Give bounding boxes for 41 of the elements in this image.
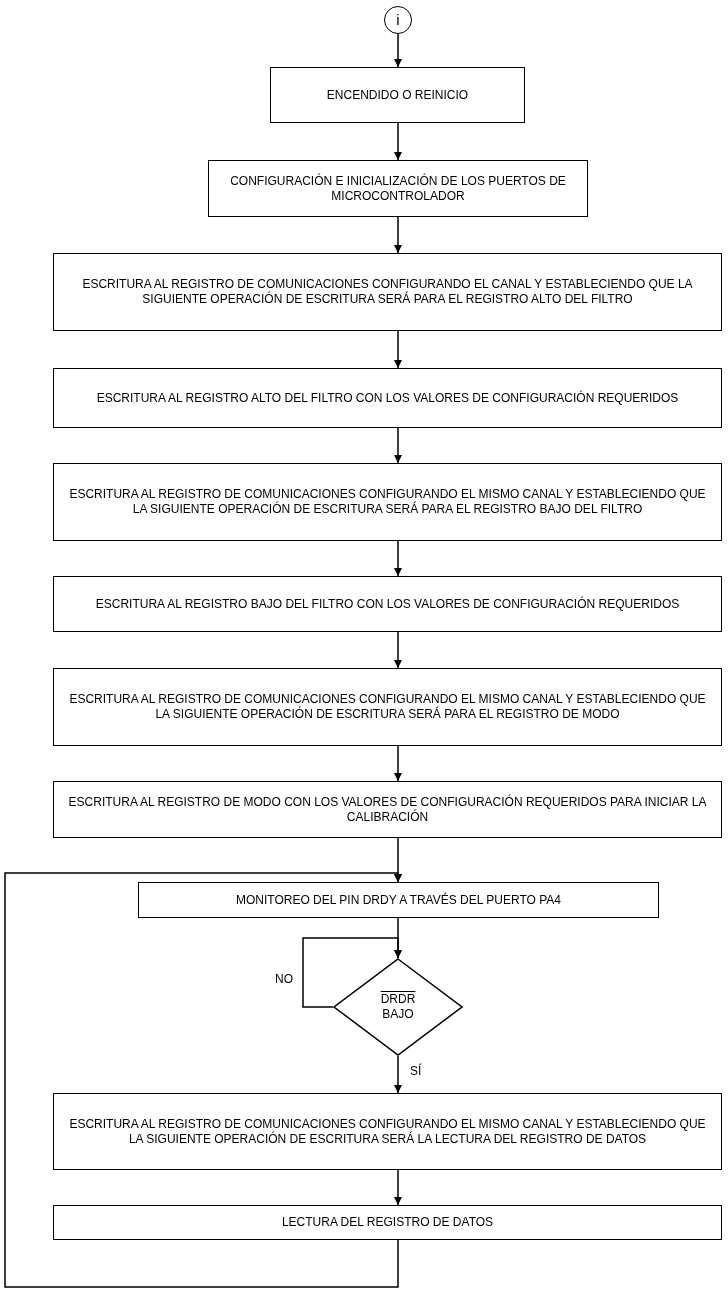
arrow [394,122,402,161]
step-text: ESCRITURA AL REGISTRO DE COMUNICACIONES CONFIGURANDO EL MISMO CANAL Y ESTABLECIENDO QUE LA SIGUIENTE OPERACIÓN DE ESCRITURA SERÁ PARA EL REGISTRO BAJO DEL FILTRO [68,487,707,517]
step-text: CONFIGURACIÓN E INICIALIZACIÓN DE LOS PUERTOS DE MICROCONTROLADOR [229,173,567,204]
condition-text: BAJO [382,1007,414,1022]
process-box [53,463,722,541]
step-text: ESCRITURA AL REGISTRO ALTO DEL FILTRO CON LOS VALORES DE CONFIGURACIÓN REQUERIDOS [96,390,679,406]
arrow [394,216,402,254]
arrow [394,1055,402,1094]
arrow [394,1169,402,1206]
step-text: MONITOREO DEL PIN DRDY A TRAVÉS DEL PUERTO PA4 [236,892,561,908]
process-box [53,668,722,746]
arrow [394,745,402,782]
step-text: ESCRITURA AL REGISTRO DE MODO CON LOS VALORES DE CONFIGURACIÓN REQUERIDOS PARA INICIAR LA CALIBRACIÓN [67,794,708,825]
arrow [302,937,402,1008]
step-text: ESCRITURA AL REGISTRO BAJO DEL FILTRO CON LOS VALORES DE CONFIGURACIÓN REQUERIDOS [95,596,680,612]
arrow [394,33,402,68]
arrow [394,330,402,369]
arrow [394,540,402,577]
connector-letter: i [396,10,400,30]
connector-circle [384,6,412,34]
decision-diamond [333,958,463,1056]
process-box [53,1205,722,1240]
edge-label: NO [273,972,295,986]
arrow [4,872,402,1288]
process-box [53,781,722,838]
process-box [53,1093,722,1170]
edge-label: SÍ [408,1064,424,1078]
step-text: LECTURA DEL REGISTRO DE DATOS [281,1215,494,1230]
process-box [208,160,588,217]
process-box [53,253,722,331]
arrow [394,427,402,464]
condition-text: DRDR [380,992,416,1007]
step-text: ESCRITURA AL REGISTRO DE COMUNICACIONES CONFIGURANDO EL CANAL Y ESTABLECIENDO QUE LA SIGUIENTE OPERACIÓN DE ESCRITURA SERÁ PARA EL REGISTRO ALTO DEL FILTRO [81,277,694,307]
step-text: ENCENDIDO O REINICIO [326,87,469,103]
arrow [394,631,402,669]
step-text: ESCRITURA AL REGISTRO DE COMUNICACIONES CONFIGURANDO EL MISMO CANAL Y ESTABLECIENDO QUE LA SIGUIENTE OPERACIÓN DE ESCRITURA SERÁ LA LECTURA DEL REGISTRO DE DATOS [68,1116,707,1147]
step-text: ESCRITURA AL REGISTRO DE COMUNICACIONES CONFIGURANDO EL MISMO CANAL Y ESTABLECIENDO QUE LA SIGUIENTE OPERACIÓN DE ESCRITURA SERÁ PARA EL REGISTRO DE MODO [68,692,707,722]
process-box [53,576,722,632]
process-box [53,368,722,428]
process-box [138,882,659,918]
process-box [270,67,525,123]
